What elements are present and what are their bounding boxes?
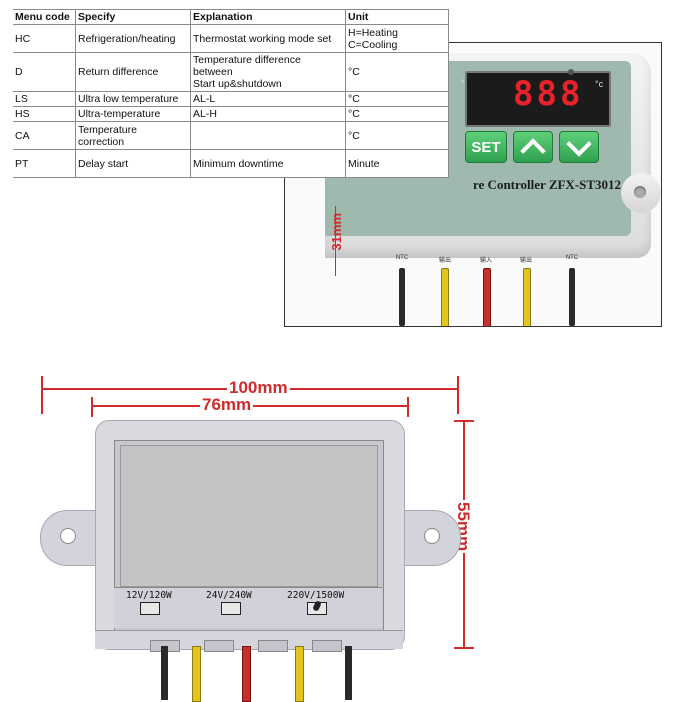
cell-explanation: Minimum downtime (190, 149, 346, 179)
cell-specify: Refrigeration/heating (75, 24, 191, 54)
height-dimension-label: 31mm (329, 213, 344, 251)
voltage-label: 24V/240W (206, 590, 252, 601)
table-row: LS Ultra low temperature AL-L °C (13, 91, 449, 108)
led-digits: 888 (513, 74, 584, 114)
width-outer-tick-right (457, 376, 459, 414)
cell-explanation: AL-H (190, 106, 346, 123)
table-row: HC Refrigeration/heating Thermostat work… (13, 24, 449, 54)
wire-black (345, 646, 352, 700)
header-explanation: Explanation (190, 8, 346, 26)
up-button[interactable] (513, 131, 553, 164)
cell-specify: Ultra-temperature (75, 106, 191, 123)
width-outer-tick-left (41, 376, 43, 414)
wire-yellow (523, 268, 531, 326)
voltage-selector-24v[interactable] (221, 602, 241, 615)
terminal-label: 输出 (438, 258, 451, 264)
cell-unit: Minute (345, 149, 449, 179)
height-dimension-line (335, 206, 336, 276)
cell-explanation: AL-L (190, 91, 346, 108)
set-button[interactable]: SET (465, 131, 507, 163)
header-unit: Unit (345, 8, 449, 26)
indicator-led (568, 69, 574, 75)
cell-explanation: Thermostat working mode set (190, 24, 346, 54)
wire-yellow (192, 646, 201, 702)
voltage-label: 220V/1500W (287, 590, 345, 601)
terminal-slot (312, 640, 342, 652)
cell-explanation (190, 121, 346, 151)
cell-specify: Temperature correction (75, 121, 191, 151)
terminal-label: NTC (395, 255, 409, 261)
width-inner-label: 76mm (200, 395, 254, 414)
cell-unit: °C (345, 52, 449, 93)
voltage-selector-12v[interactable] (140, 602, 160, 615)
wire-black (569, 268, 575, 326)
cell-unit: °C (345, 91, 449, 108)
table-row: HS Ultra-temperature AL-H °C (13, 106, 449, 123)
mounting-hole-left (60, 528, 76, 544)
width-inner-tick-left (91, 397, 93, 417)
wire-black (161, 646, 168, 700)
chevron-up-icon (520, 138, 546, 164)
height-tick-top (454, 420, 474, 422)
terminal-slot (258, 640, 288, 652)
wire-yellow (441, 268, 449, 326)
cell-specify: Return difference (75, 52, 191, 93)
header-menu-code: Menu code (13, 8, 76, 26)
cell-specify: Delay start (75, 149, 191, 179)
height-tick-bottom (454, 647, 474, 649)
terminal-label: 输出 (519, 258, 532, 264)
cell-unit: °C (345, 106, 449, 123)
cell-unit: °C (345, 121, 449, 151)
table-row: CA Temperature correction °C (13, 121, 449, 151)
width-inner-tick-right (407, 397, 409, 417)
cell-code: PT (13, 149, 76, 179)
table-row: D Return difference Temperature differen… (13, 52, 449, 93)
terminal-label: 输入 (479, 258, 492, 264)
down-button[interactable] (559, 131, 599, 163)
mounting-ear (621, 173, 661, 213)
deg-label-right: °c (595, 79, 604, 89)
table-row: PT Delay start Minimum downtime Minute (13, 149, 449, 179)
voltage-label: 12V/120W (126, 590, 172, 601)
cell-unit: H=Heating C=Cooling (345, 24, 449, 54)
cell-code: D (13, 52, 76, 93)
cell-code: LS (13, 91, 76, 108)
chevron-down-icon (566, 131, 592, 157)
menu-code-table: Menu code Specify Explanation Unit HC Re… (13, 8, 449, 179)
wire-black (399, 268, 405, 326)
mounting-hole-right (424, 528, 440, 544)
cell-specify: Ultra low temperature (75, 91, 191, 108)
display-window-right (465, 71, 611, 127)
cell-code: CA (13, 121, 76, 151)
width-outer-label: 100mm (227, 378, 290, 397)
table-header-row: Menu code Specify Explanation Unit (13, 8, 449, 26)
cell-explanation: Temperature difference between Start up&… (190, 52, 346, 93)
device-screen (120, 445, 378, 587)
header-specify: Specify (75, 8, 191, 26)
wire-red (483, 268, 491, 326)
terminal-slot (204, 640, 234, 652)
cell-code: HS (13, 106, 76, 123)
wire-yellow (295, 646, 304, 702)
terminal-label: NTC (565, 255, 579, 261)
cell-code: HC (13, 24, 76, 54)
wire-red (242, 646, 251, 702)
model-label: re Controller ZFX-ST3012 (473, 177, 622, 192)
